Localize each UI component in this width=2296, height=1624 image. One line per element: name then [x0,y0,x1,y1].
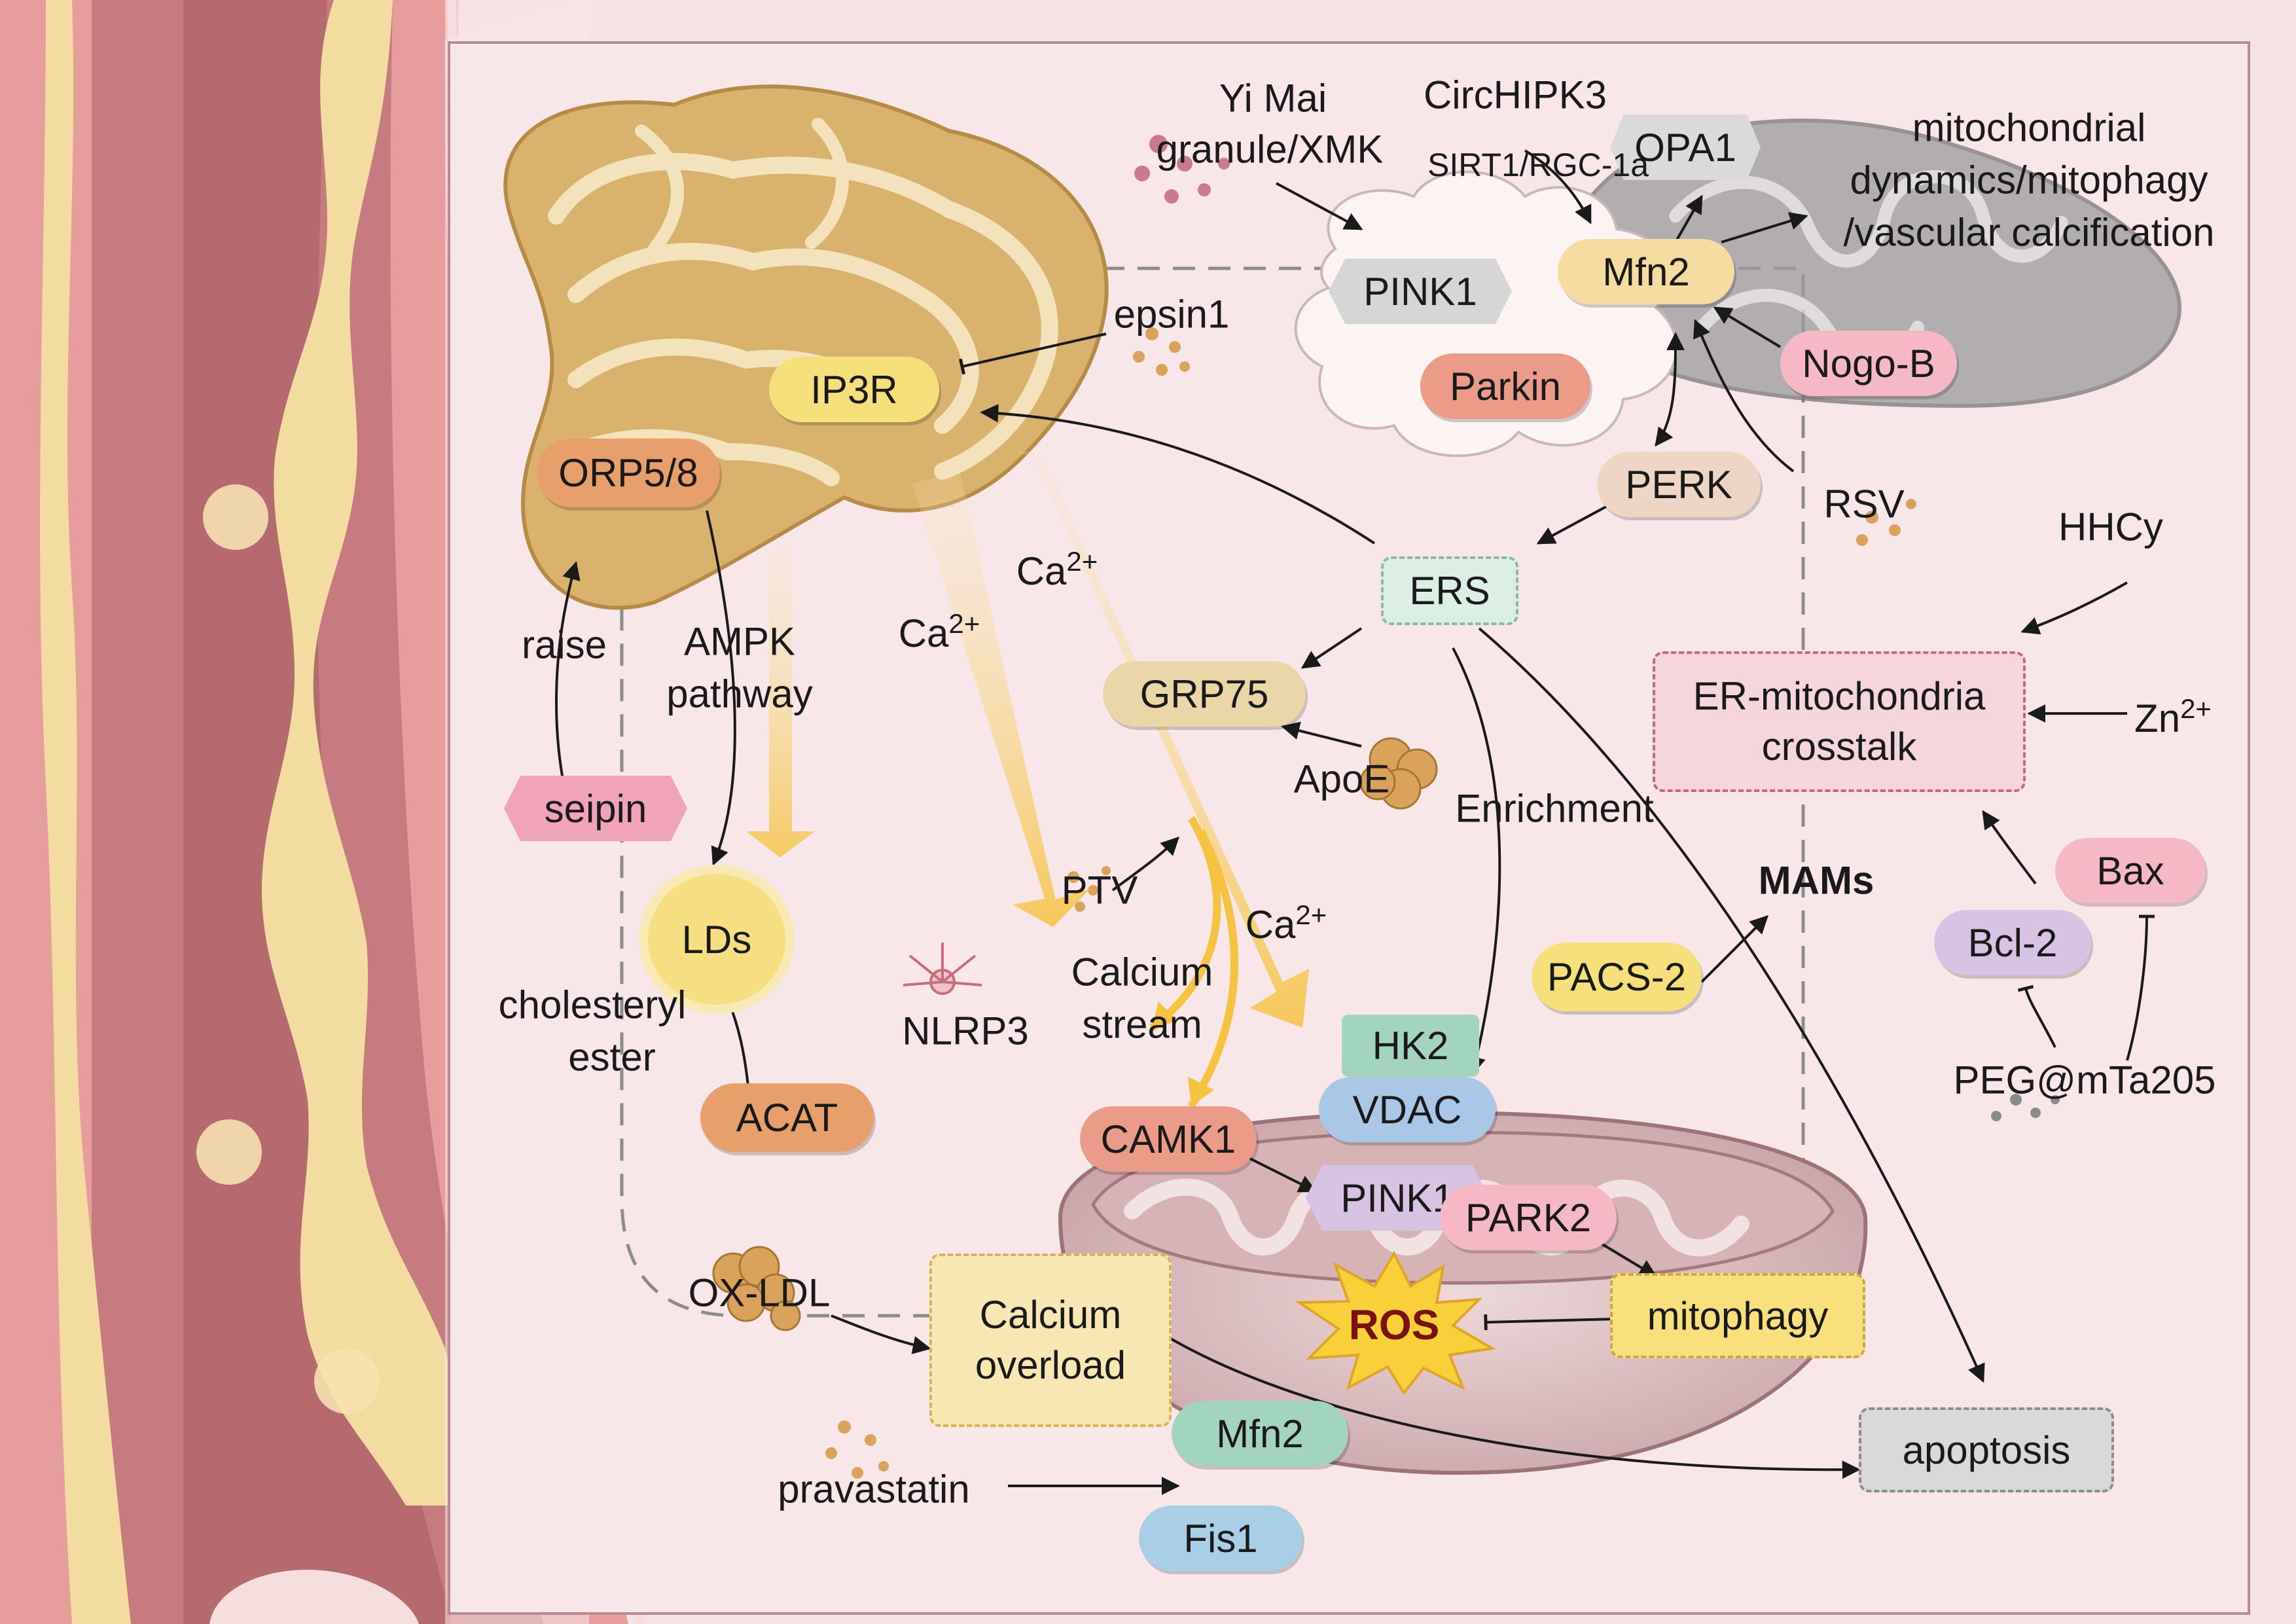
cholesteryl-line2: ester [568,1035,656,1079]
zn-text: Zn [2134,696,2181,740]
er-mito-line1: ER-mitochondria [1693,674,1986,718]
granule-label: granule/XMK [1156,127,1384,171]
ip3r-node: IP3R [769,357,939,422]
calcium-overload-line1: Calcium [979,1292,1122,1337]
raise-label: raise [521,623,607,667]
perk-node: PERK [1597,452,1761,517]
calcium-label-2: Ca2+ [1016,546,1098,593]
dot-clusters [825,135,2060,1479]
sirt1-label: SIRT1/RGC-1a [1427,147,1649,183]
yimai-label: Yi Mai [1219,76,1327,120]
ers-node: ERS [1381,556,1518,625]
connector-arrows [555,149,2155,1495]
lds-node: LDs [648,874,785,1005]
hk2-node: HK2 [1342,1015,1479,1077]
seipin-node: seipin [504,776,687,841]
bcl2-node: Bcl-2 [1934,910,2091,975]
apoe-label: ApoE [1293,757,1390,801]
fis1-node: Fis1 [1139,1506,1302,1571]
mfn2-top-node: Mfn2 [1558,239,1734,304]
epsin1-label: epsin1 [1113,292,1230,336]
calcium-text-1: Ca [898,611,949,655]
calcium-sup-3: 2+ [1295,899,1327,930]
mito-dynamics-line1: mitochondrial [1912,105,2146,150]
grp75-node: GRP75 [1103,661,1306,727]
ampk-line2: pathway [666,672,813,716]
calcium-text-3: Ca [1245,902,1296,947]
calcium-label-1: Ca2+ [899,608,980,655]
peg-label: PEG@mTa205 [1953,1058,2216,1102]
ros-burst-icon [1295,1250,1496,1394]
ptv-label: PTV [1061,868,1138,912]
calcium-overload-node: Calcium overload [929,1254,1172,1427]
mams-label: MAMs [1758,858,1874,903]
calcium-overload-line2: overload [975,1343,1126,1387]
nogo-b-node: Nogo-B [1780,331,1957,396]
enrichment-label: Enrichment [1455,786,1654,831]
calcium-flux-arrows [746,452,1309,1109]
vdac-node: VDAC [1319,1077,1496,1142]
apoe-protein-blob [1359,737,1438,810]
nlrp3-label: NLRP3 [902,1009,1029,1053]
hhcy-label: HHCy [2058,505,2163,549]
camk1-node: CAMK1 [1080,1106,1257,1172]
mito-dynamics-line3: /vascular calcification [1843,210,2215,255]
pravastatin-label: pravastatin [778,1467,970,1511]
pacs2-node: PACS-2 [1532,943,1702,1011]
oxldl-blob [712,1246,801,1331]
pink1-top-node: PINK1 [1329,259,1512,324]
bax-node: Bax [2055,838,2206,903]
calcium-text-2: Ca [1016,549,1067,593]
calcium-sup-1: 2+ [948,607,980,639]
opa1-node: OPA1 [1610,115,1761,180]
mito-dynamics-line2: dynamics/mitophagy [1850,158,2208,202]
zn-label: Zn2+ [2134,693,2212,740]
calcium-stream-line2: stream [1082,1002,1202,1047]
parkin-node: Parkin [1420,353,1590,419]
er-mito-crosstalk-node: ER-mitochondria crosstalk [1653,651,2026,792]
orp58-node: ORP5/8 [537,439,720,507]
acat-node: ACAT [700,1083,874,1152]
mitophagy-node: mitophagy [1610,1273,1865,1358]
er-mito-line2: crosstalk [1761,724,1917,768]
mfn2-bottom-node: Mfn2 [1172,1401,1348,1466]
circhipk3-label: CircHIPK3 [1423,73,1607,117]
calcium-sup-2: 2+ [1066,545,1098,577]
calcium-label-3: Ca2+ [1246,899,1327,947]
apoptosis-node: apoptosis [1859,1407,2114,1492]
oxldl-label: OX-LDL [688,1271,831,1315]
cholesteryl-line1: cholesteryl [498,983,687,1027]
nlrp3-inflammasome [903,943,982,995]
zn-superscript: 2+ [2180,693,2212,724]
ampk-line1: AMPK [683,619,796,664]
rsv-label: RSV [1823,482,1905,526]
park2-node: PARK2 [1440,1185,1617,1250]
ros-label: ROS [1348,1301,1440,1349]
calcium-stream-line1: Calcium [1071,950,1213,994]
